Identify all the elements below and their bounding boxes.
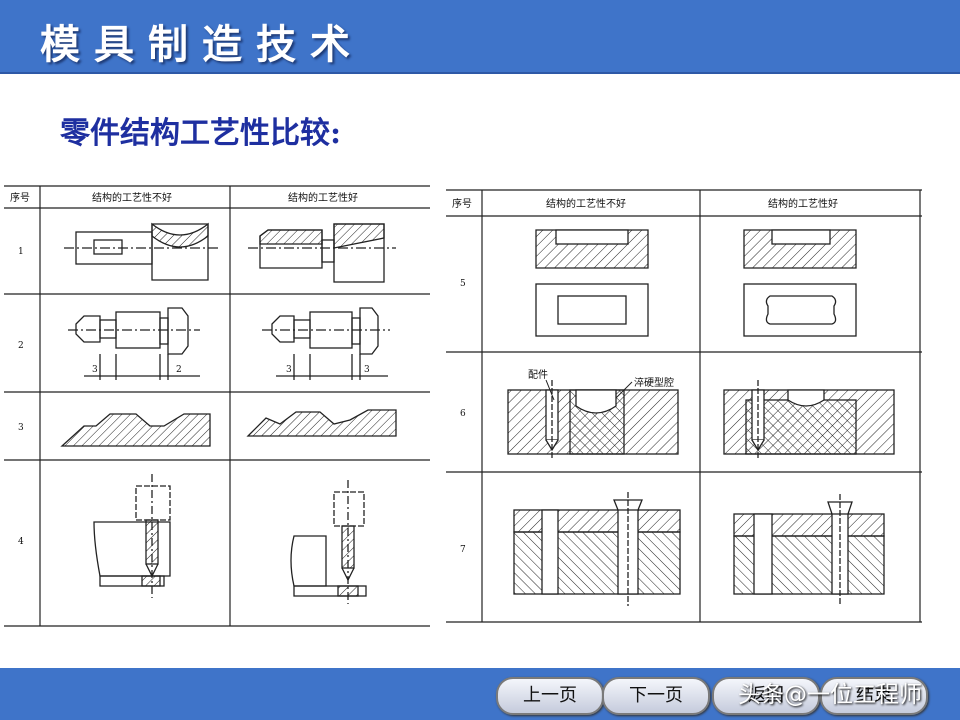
header-index: 序号 [452,197,472,210]
diagram-row1-good [248,223,396,283]
diagram-row3-good [246,409,397,437]
end-button[interactable]: 结束 [820,677,928,715]
watermark: 头条@一位工程师 [738,682,922,708]
title-bar: 模具制造技术 [0,0,960,74]
diagram-row5-bad [535,229,649,337]
dimension-label: 3 [364,365,370,375]
comparison-table-right: 序号 结构的工艺性不好 结构的工艺性好 5 6 7 配件 淬硬型腔 [446,188,926,628]
diagram-row6-good [723,380,895,460]
diagram-row7-good [733,494,885,606]
row-number: 1 [18,247,24,257]
prev-page-button[interactable]: 上一页 [496,677,604,715]
header-index: 序号 [10,191,30,204]
diagram-row4-good [290,480,367,604]
header-bad: 结构的工艺性不好 [92,191,172,204]
row-number: 5 [460,279,466,289]
page-title: 模具制造技术 [40,21,364,68]
diagram-row2-bad [68,307,200,380]
annotation-part: 配件 [528,369,548,381]
diagram-row7-bad [513,492,681,606]
annotation-cavity: 淬硬型腔 [634,376,674,389]
diagram-row6-bad [507,380,679,460]
next-page-button[interactable]: 下一页 [602,677,710,715]
dimension-label: 2 [176,365,182,375]
diagram-row5-good [743,229,857,337]
table-grid [4,185,430,627]
diagram-row3-bad [60,413,211,447]
row-number: 4 [18,537,24,547]
row-number: 3 [18,423,24,433]
comparison-table-left: 序号 结构的工艺性不好 结构的工艺性好 1 2 3 4 3 2 [4,184,430,630]
diagram-row2-good [262,307,390,380]
row-number: 2 [18,341,24,351]
dimension-label: 3 [286,365,292,375]
table-grid [446,189,922,623]
dimension-label: 3 [92,365,98,375]
diagram-row4-bad [93,474,171,598]
row-number: 7 [460,545,466,555]
back-button[interactable]: 返回 [712,677,820,715]
header-good: 结构的工艺性好 [768,197,838,210]
section-heading: 零件结构工艺性比较: [60,116,342,151]
header-bad: 结构的工艺性不好 [546,197,626,210]
row-number: 6 [460,409,466,419]
header-good: 结构的工艺性好 [288,191,358,204]
diagram-row1-bad [64,222,220,281]
